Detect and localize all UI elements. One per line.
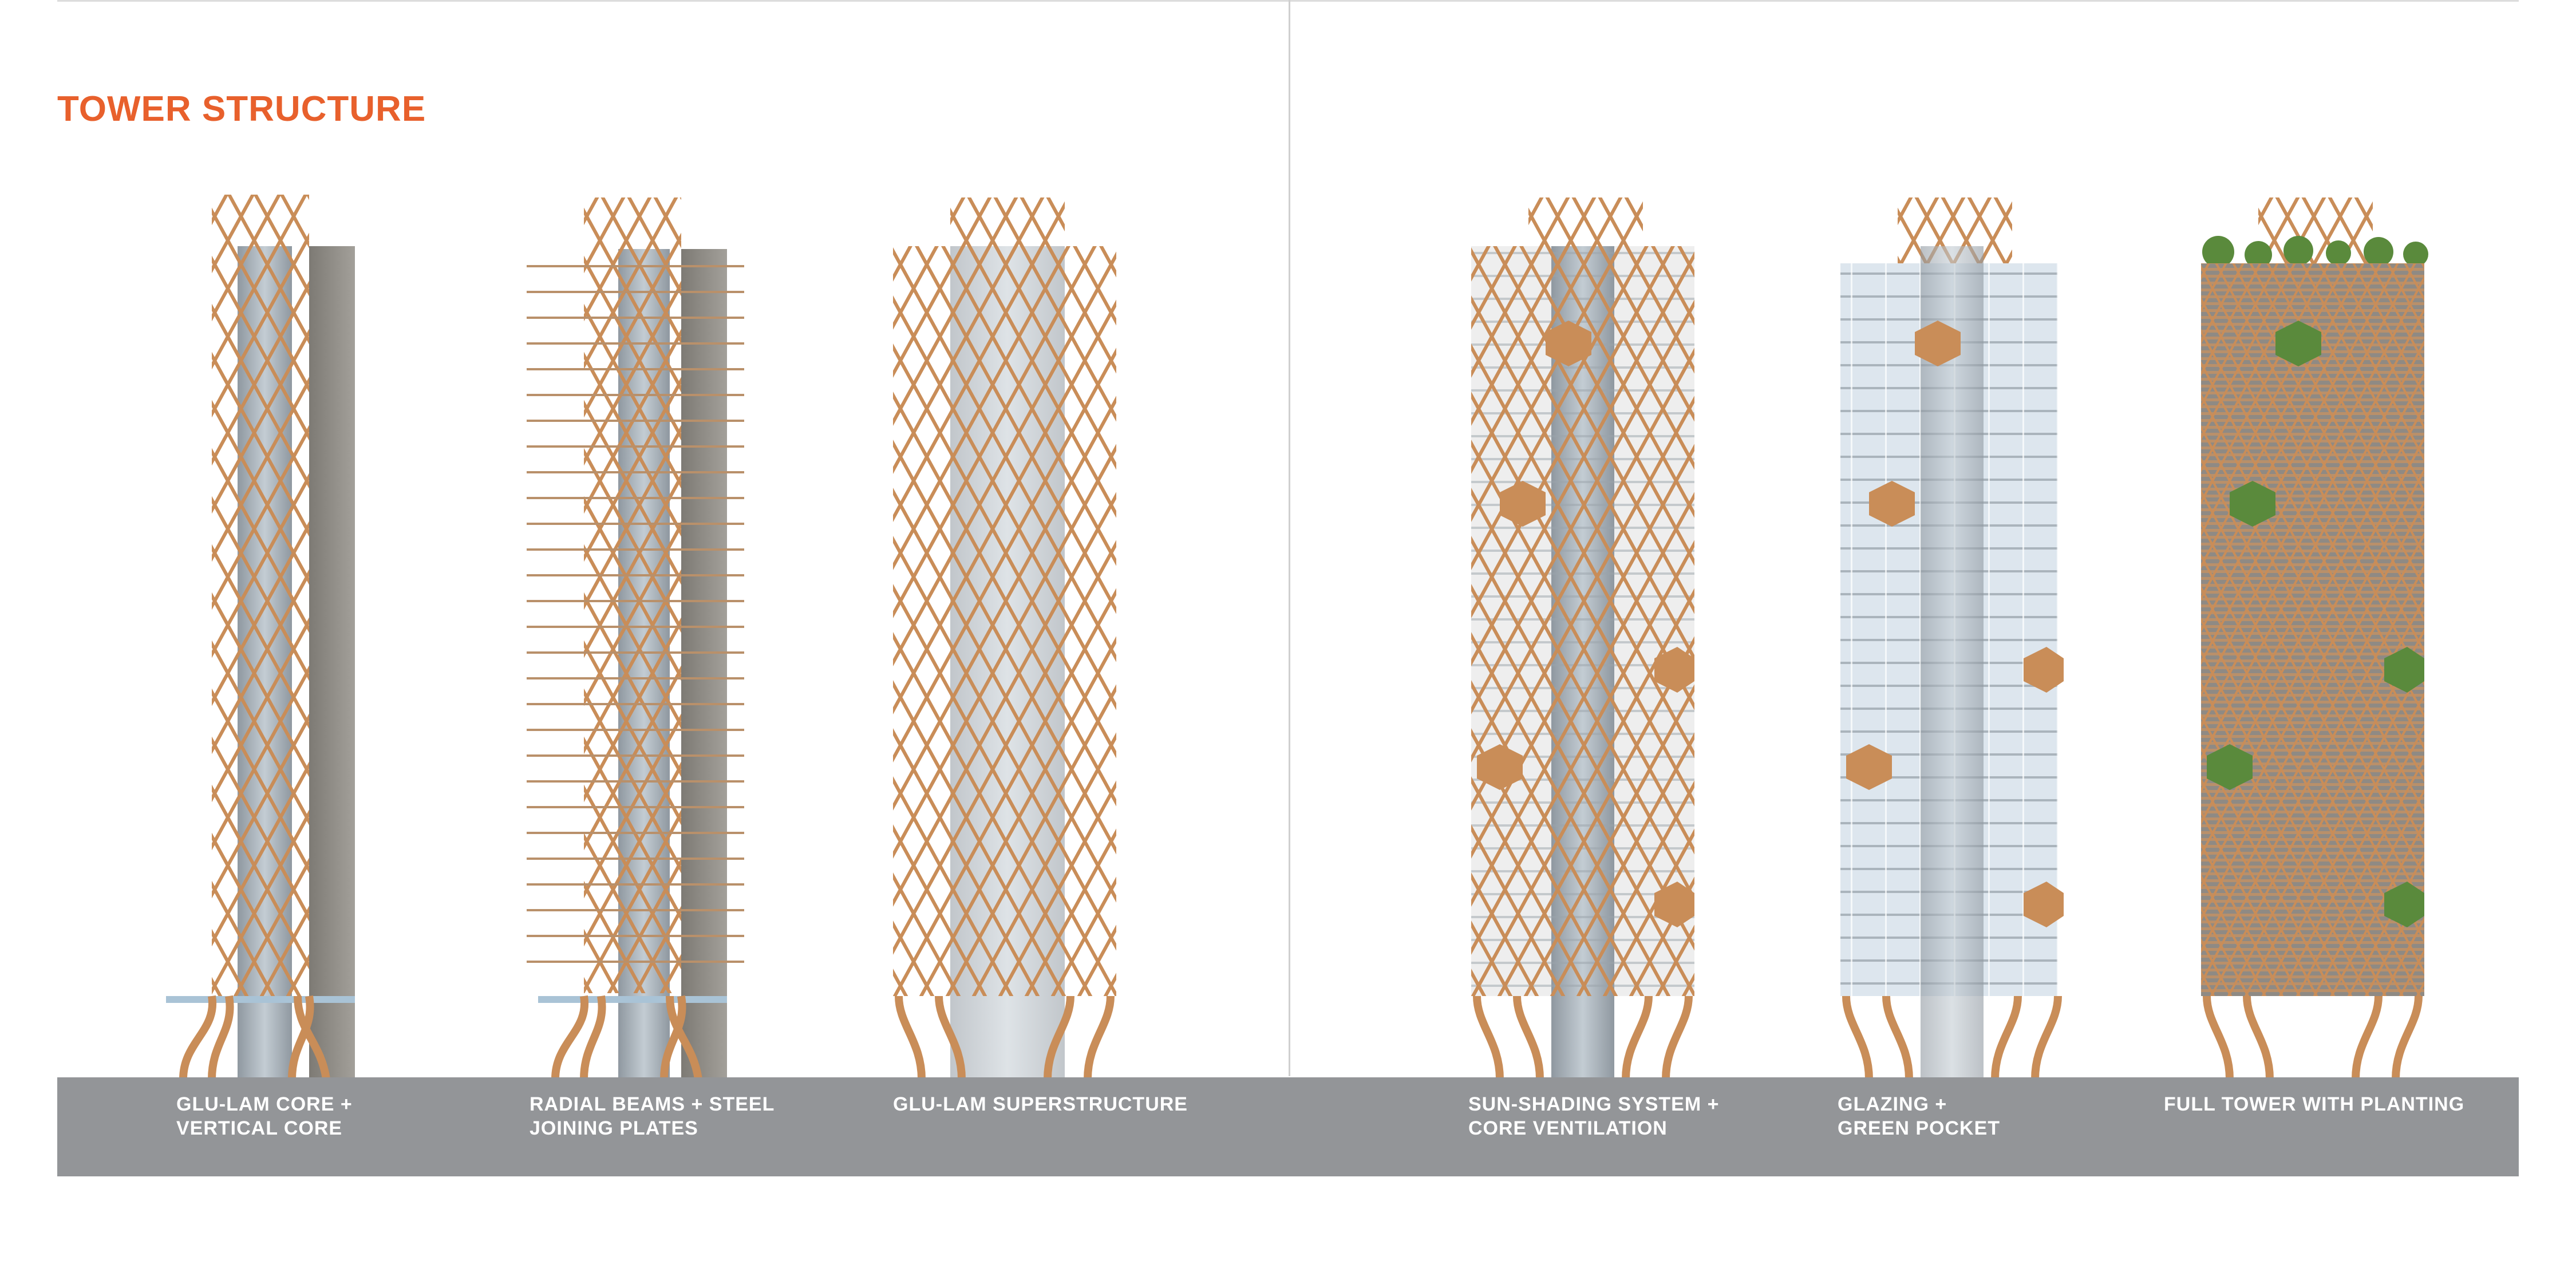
caption-sun-shading: SUN-SHADING SYSTEM + CORE VENTILATION (1468, 1093, 1720, 1139)
ground-band (57, 1077, 2519, 1176)
tower-glulam-core (166, 195, 355, 1080)
crown-lattice (2258, 197, 2373, 266)
core (1921, 246, 1984, 1079)
tree-columns (551, 995, 702, 1080)
tree-columns (1842, 995, 2062, 1080)
top-rule (57, 0, 2519, 2)
timber-lattice (2201, 263, 2424, 996)
sun-shading-pockets (1477, 321, 1694, 927)
caption-radial-beams: RADIAL BEAMS + STEEL JOINING PLATES (530, 1093, 775, 1139)
timber-lattice (1471, 246, 1694, 996)
tower-glulam-superstructure (893, 197, 1116, 1080)
timber-lattice (584, 197, 681, 993)
timber-lattice (893, 246, 1116, 996)
tree-columns (2203, 995, 2423, 1080)
roof-planting (2202, 236, 2428, 268)
caption-glazing: GLAZING + GREEN POCKET (1838, 1093, 2001, 1139)
tower-sun-shading (1471, 197, 1694, 1080)
tower-glazing (1840, 197, 2064, 1080)
tree-columns (895, 995, 1115, 1080)
caption-glulam-core: GLU-LAM CORE + VERTICAL CORE (176, 1093, 353, 1139)
green-pockets (1846, 321, 2064, 927)
vertical-core (681, 249, 727, 1079)
timber-lattice (212, 195, 309, 996)
vertical-core (309, 246, 355, 1079)
green-pocket-planting (2207, 321, 2424, 927)
caption-glulam-superstructure: GLU-LAM SUPERSTRUCTURE (893, 1093, 1188, 1115)
radial-beams (527, 265, 744, 963)
panel-divider (1289, 0, 1290, 1076)
tower-full-planting (2201, 197, 2428, 1080)
caption-full-tower: FULL TOWER WITH PLANTING (2164, 1093, 2465, 1115)
tree-columns (179, 995, 330, 1080)
tree-columns (1473, 995, 1693, 1080)
podium-slab (166, 996, 355, 1003)
tower-radial-beams (527, 197, 744, 1080)
page-title: TOWER STRUCTURE (57, 89, 426, 129)
podium-slab (538, 996, 727, 1003)
